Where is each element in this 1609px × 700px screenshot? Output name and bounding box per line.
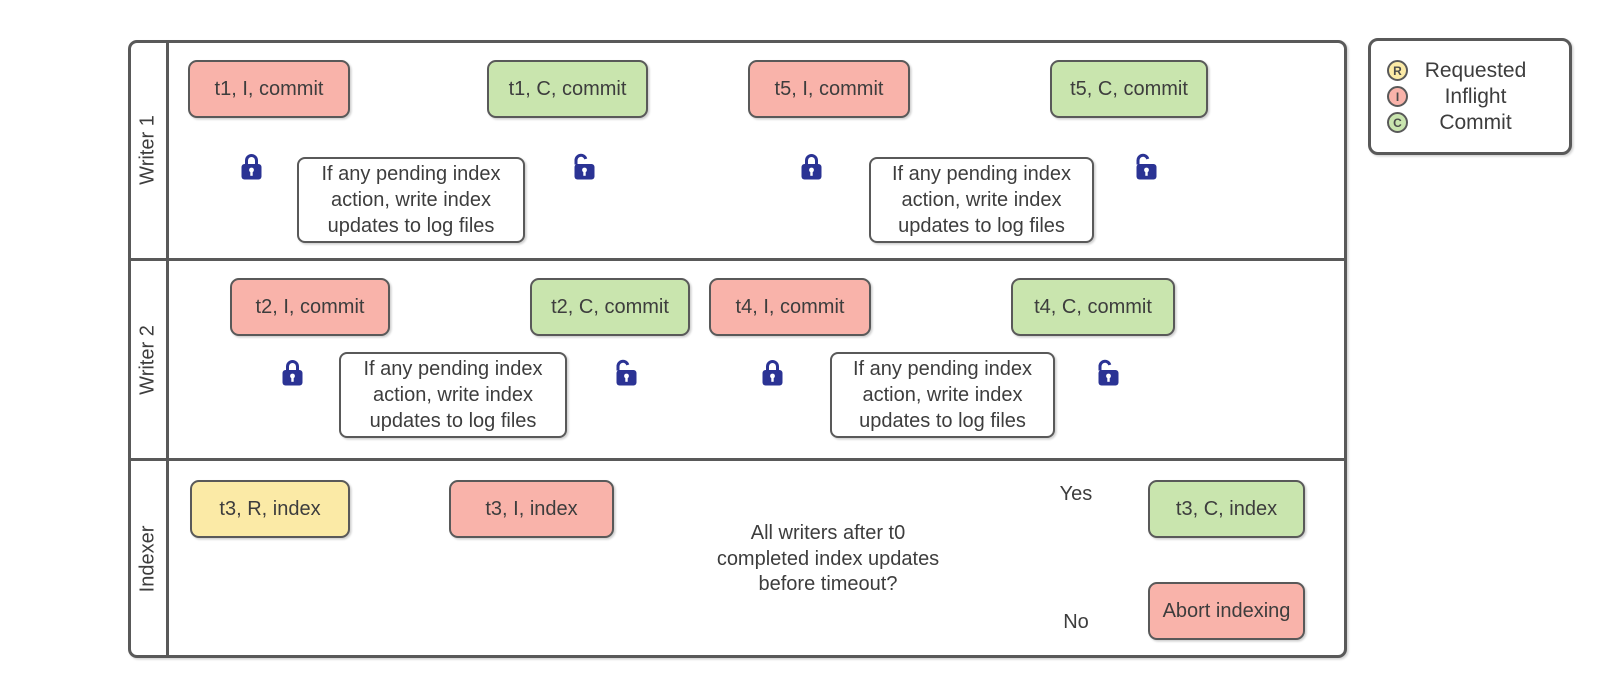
commit-state-icon: C — [1387, 112, 1408, 133]
node-t2-commit: t2, C, commit — [530, 278, 690, 336]
branch-label-yes: Yes — [1059, 483, 1093, 505]
process-box-t5: If any pending index action, write index… — [869, 157, 1094, 243]
decision-question: All writers after t0 completed index upd… — [716, 522, 940, 595]
node-t4-inflight: t4, I, commit — [709, 278, 871, 336]
process-box-t1: If any pending index action, write index… — [297, 157, 525, 243]
process-box-t4: If any pending index action, write index… — [830, 352, 1055, 438]
lock-open-icon — [574, 153, 595, 180]
swimlane-frame — [128, 40, 1347, 658]
node-t5-inflight: t5, I, commit — [748, 60, 910, 118]
lock-open-icon — [1136, 153, 1157, 180]
lane-label-indexer: Indexer — [136, 525, 159, 593]
branch-label-no: No — [1063, 611, 1089, 633]
node-t3-inflight: t3, I, index — [449, 480, 614, 538]
node-t2-inflight: t2, I, commit — [230, 278, 390, 336]
node-t4-commit: t4, C, commit — [1011, 278, 1175, 336]
legend-item-inflight: I Inflight — [1371, 84, 1569, 110]
lock-open-icon — [616, 359, 637, 386]
node-t3-requested: t3, R, index — [190, 480, 350, 538]
node-t3-commit: t3, C, index — [1148, 480, 1305, 538]
legend-label: Commit — [1439, 110, 1512, 134]
lane-divider-2 — [130, 458, 1345, 461]
legend: R Requested I Inflight C Commit — [1368, 38, 1572, 155]
node-t1-inflight: t1, I, commit — [188, 60, 350, 118]
lane-label-writer-1: Writer 1 — [136, 115, 159, 185]
lock-closed-icon — [762, 360, 783, 386]
process-box-t2: If any pending index action, write index… — [339, 352, 567, 438]
lock-closed-icon — [282, 360, 303, 386]
lane-label-divider — [166, 43, 169, 655]
legend-item-commit: C Commit — [1371, 110, 1569, 136]
node-t5-commit: t5, C, commit — [1050, 60, 1208, 118]
node-abort-indexing: Abort indexing — [1148, 582, 1305, 640]
lane-label-writer-2: Writer 2 — [136, 325, 159, 395]
inflight-state-icon: I — [1387, 86, 1408, 107]
legend-label: Requested — [1424, 58, 1527, 82]
lock-closed-icon — [801, 154, 822, 180]
lock-closed-icon — [241, 154, 262, 180]
node-t1-commit: t1, C, commit — [487, 60, 648, 118]
lane-divider-1 — [130, 258, 1345, 261]
legend-label: Inflight — [1444, 84, 1507, 108]
lock-open-icon — [1098, 359, 1119, 386]
requested-state-icon: R — [1387, 60, 1408, 81]
legend-item-requested: R Requested — [1371, 58, 1569, 84]
